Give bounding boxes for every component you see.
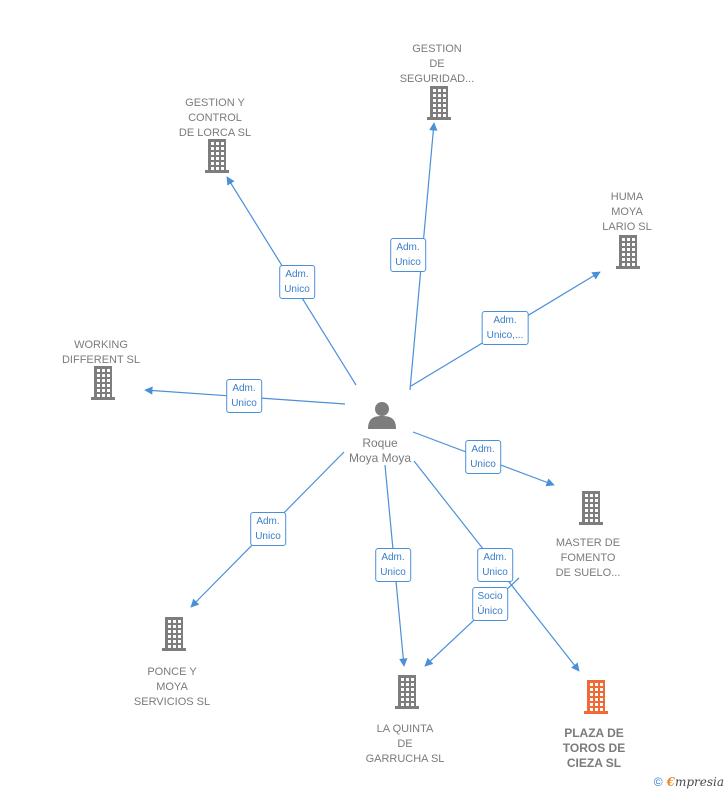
company-label-line: SEGURIDAD... [399, 73, 475, 85]
relation-label-line: Socio [477, 591, 503, 602]
company-label-line: FOMENTO [560, 552, 616, 564]
company-label-line: MASTER DE [555, 537, 621, 549]
company-label-line: GESTION [412, 43, 462, 55]
company-label-line: GARRUCHA SL [365, 753, 445, 765]
relation-label-line: Adm. [493, 315, 517, 326]
company-label-line: DE [397, 738, 413, 750]
relation-label-line: Unico [482, 567, 508, 578]
company-label-line: CIEZA SL [566, 756, 622, 770]
company-label-quinta[interactable]: LA QUINTA DE GARRUCHA SL [366, 722, 445, 767]
building-icon-huma[interactable] [616, 235, 640, 269]
building-icon-plaza[interactable] [584, 680, 608, 714]
company-label-line: CONTROL [188, 112, 242, 124]
company-label-line: TOROS DE [562, 741, 626, 755]
company-label-line: DIFFERENT SL [61, 354, 141, 366]
relation-label-lorca[interactable]: Adm. Unico [279, 265, 315, 299]
person-name-line-1: Roque [362, 436, 398, 450]
company-label-line: PLAZA DE [564, 726, 624, 740]
company-label-line: SERVICIOS SL [133, 696, 211, 708]
relation-label-line: Adm. [396, 242, 420, 253]
company-label-line: LARIO SL [602, 221, 652, 233]
relation-label-line: Unico [255, 531, 281, 542]
footer-brand[interactable]: ©€mpresia [654, 775, 724, 789]
company-label-line: PONCE Y [147, 666, 197, 678]
relation-label-line: Único [477, 606, 503, 617]
company-label-working[interactable]: WORKING DIFFERENT SL [62, 338, 140, 368]
relation-label-line: Unico [470, 459, 496, 470]
relation-label-plaza[interactable]: Adm. Unico [477, 548, 513, 582]
relation-label-working[interactable]: Adm. Unico [226, 379, 262, 413]
brand-rest: mpresia [674, 775, 724, 789]
company-label-line: DE SUELO... [555, 567, 621, 579]
company-label-line: MOYA [156, 681, 188, 693]
relation-label-line: Adm. [381, 552, 405, 563]
company-label-master[interactable]: MASTER DE FOMENTO DE SUELO... [556, 536, 621, 581]
building-icon-quinta[interactable] [395, 675, 419, 709]
company-label-line: HUMA [610, 191, 644, 203]
relation-label-line: Unico [284, 284, 310, 295]
company-label-line: WORKING [74, 339, 128, 351]
company-label-lorca[interactable]: GESTION Y CONTROL DE LORCA SL [179, 96, 251, 141]
relation-label-line: Unico,... [486, 330, 524, 341]
company-label-line: DE [429, 58, 445, 70]
relation-label-line: Adm. [285, 269, 309, 280]
person-icon[interactable] [368, 402, 396, 429]
company-label-line: GESTION Y [185, 97, 245, 109]
building-icon-lorca[interactable] [205, 139, 229, 173]
relation-label-line: Adm. [232, 383, 256, 394]
relation-label-quinta[interactable]: Adm. Unico [375, 548, 411, 582]
relation-label-line: Unico [395, 257, 421, 268]
relation-label-seguridad[interactable]: Adm. Unico [390, 238, 426, 272]
relation-label-master[interactable]: Adm. Unico [465, 440, 501, 474]
relation-label-huma[interactable]: Adm. Unico,... [481, 311, 529, 345]
relation-label-line: Unico [231, 398, 257, 409]
copyright-icon: © [653, 775, 663, 789]
building-icon-ponce[interactable] [162, 617, 186, 651]
company-label-seguridad[interactable]: GESTION DE SEGURIDAD... [400, 42, 475, 87]
company-label-line: DE LORCA SL [178, 127, 252, 139]
relation-label-ponce[interactable]: Adm. Unico [250, 512, 286, 546]
relation-label-line: Adm. [483, 552, 507, 563]
company-label-ponce[interactable]: PONCE Y MOYA SERVICIOS SL [134, 665, 210, 710]
relation-label-line: Adm. [471, 444, 495, 455]
person-name-line-2: Moya Moya [348, 451, 412, 465]
building-icon-working[interactable] [91, 366, 115, 400]
relation-label-line: Unico [380, 567, 406, 578]
company-label-huma[interactable]: HUMA MOYA LARIO SL [602, 190, 652, 235]
relation-label-line: Adm. [256, 516, 280, 527]
brand-initial: € [666, 775, 675, 789]
brand-logo: €mpresia [667, 775, 724, 789]
building-icon-seguridad[interactable] [427, 86, 451, 120]
company-label-line: LA QUINTA [376, 723, 434, 735]
company-label-line: MOYA [611, 206, 643, 218]
building-icon-master[interactable] [579, 491, 603, 525]
person-name-label[interactable]: Roque Moya Moya [349, 436, 411, 466]
